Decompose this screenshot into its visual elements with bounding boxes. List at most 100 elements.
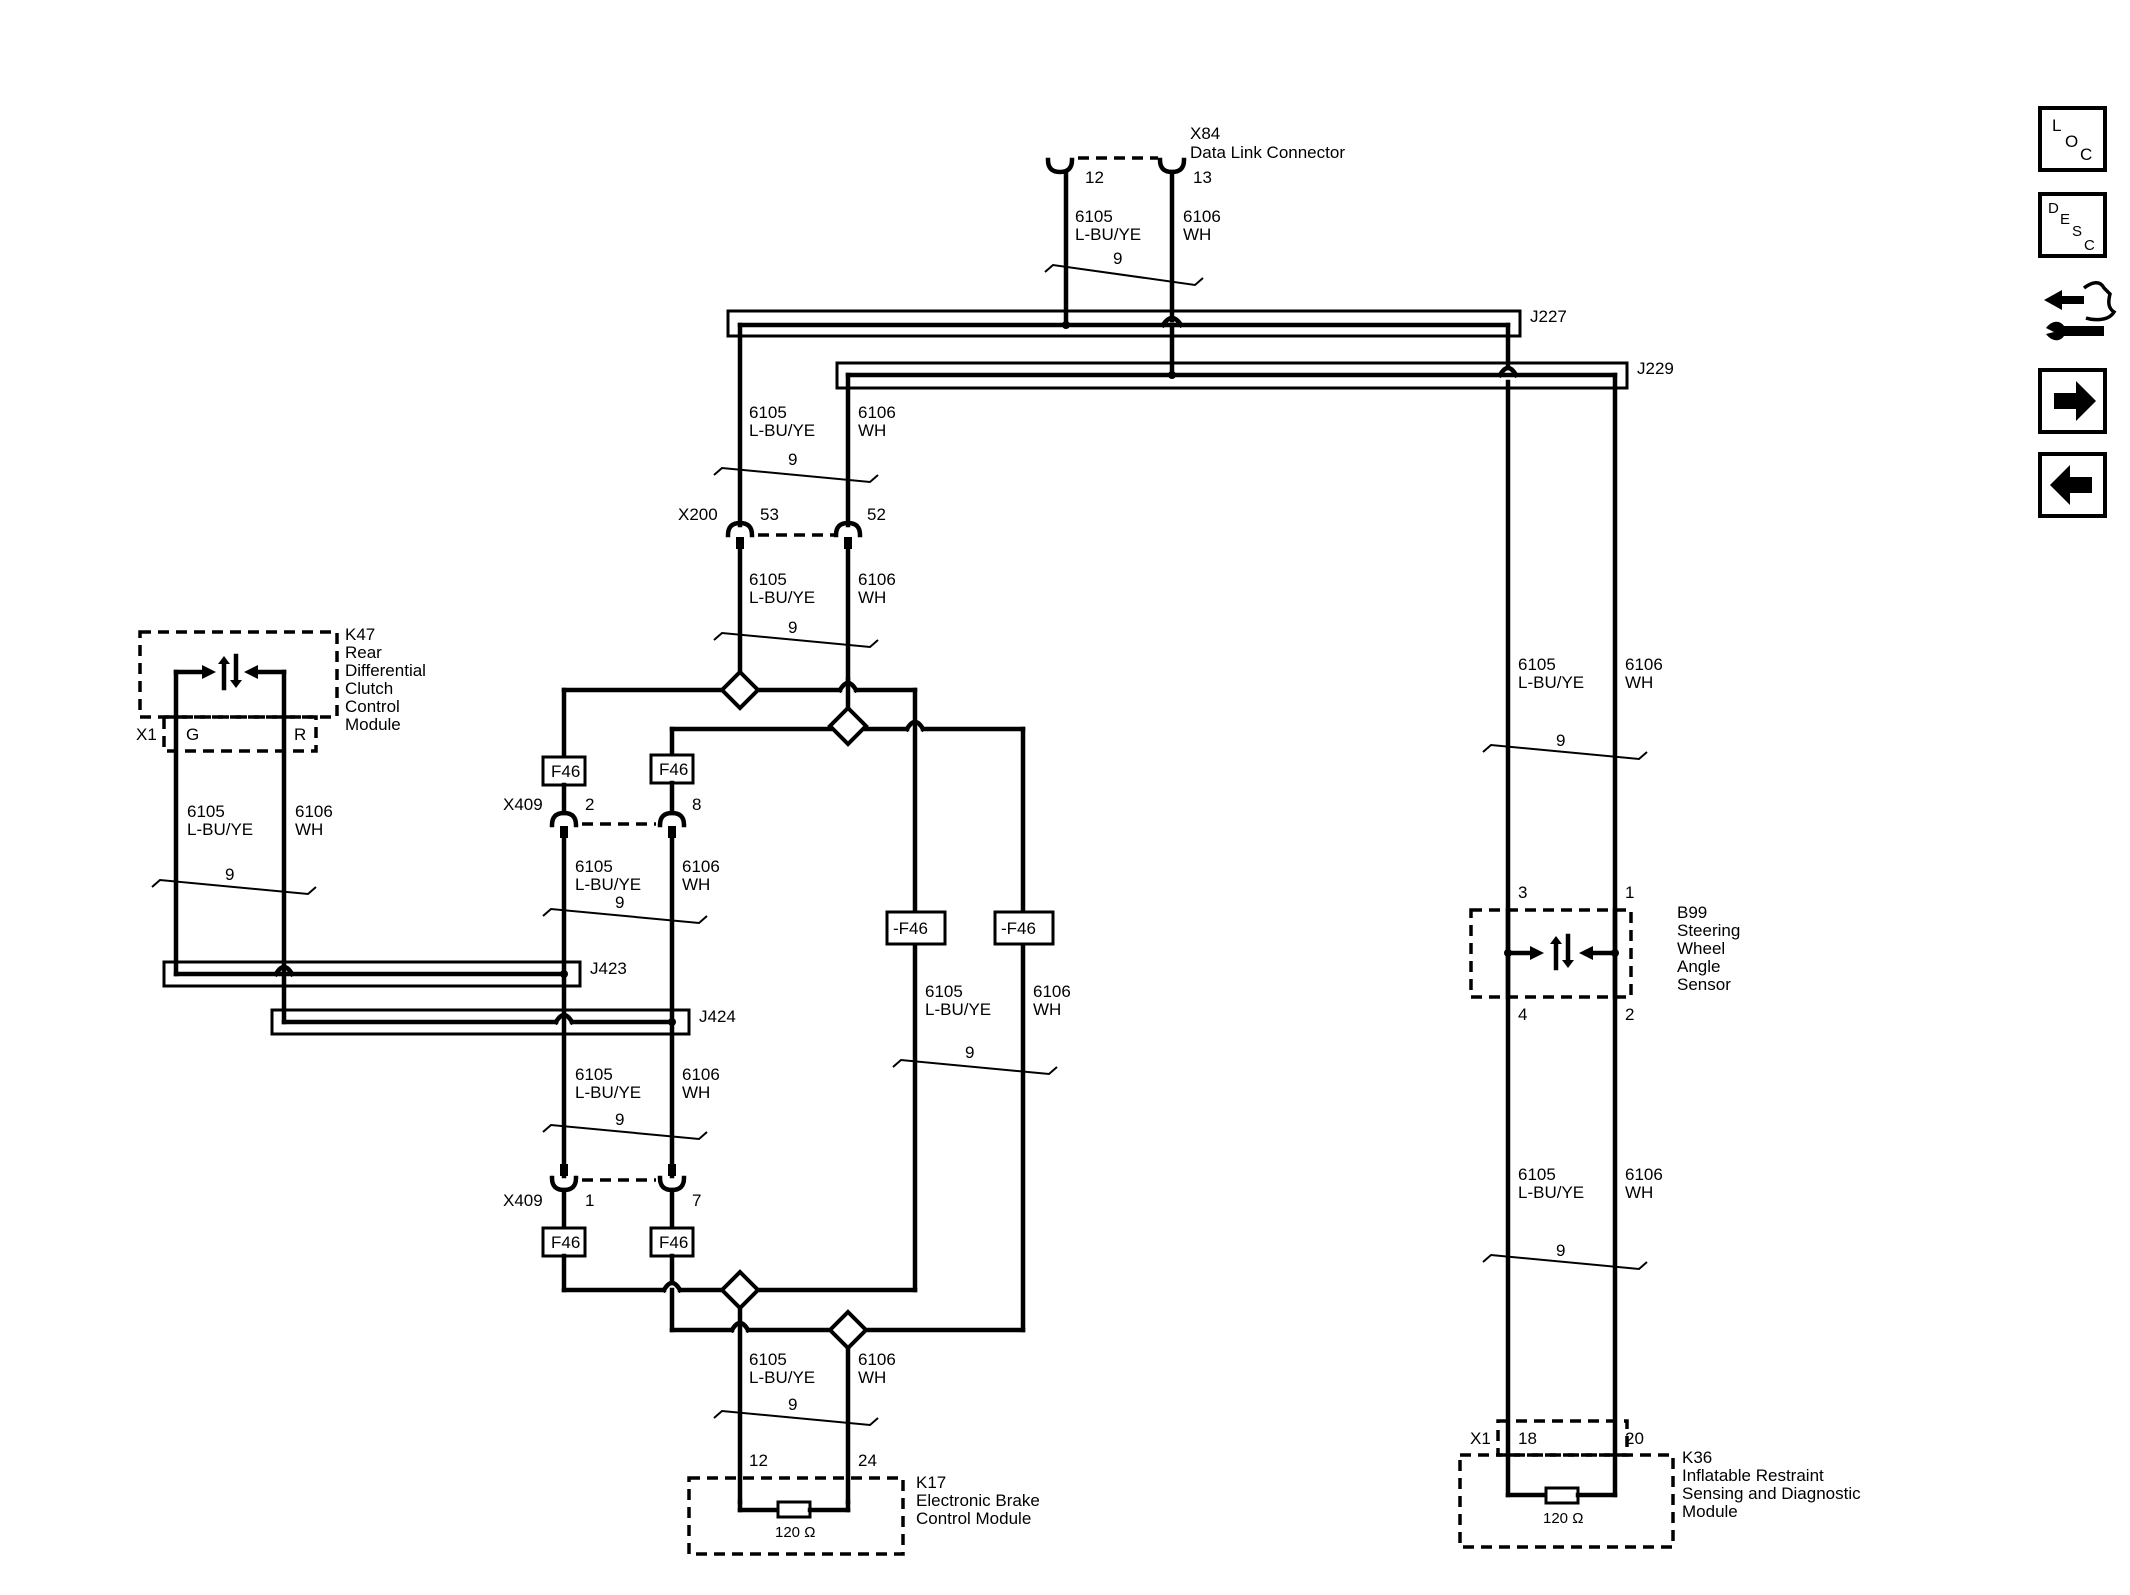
diagram-label: 6106: [858, 403, 896, 422]
diagram-label: E: [2060, 211, 2070, 228]
diagram-label: 1: [585, 1191, 594, 1210]
diagram-label: J229: [1637, 359, 1674, 378]
diagram-label: 52: [867, 505, 886, 524]
diagram-label: J227: [1530, 307, 1567, 326]
diagram-label: Rear: [345, 643, 382, 662]
diagram-label: F46: [659, 760, 688, 779]
x84-wire-b-color: WH: [1183, 225, 1211, 244]
diagram-label: L: [2052, 116, 2061, 135]
x200-inline-connector: X200 53 52: [678, 505, 886, 549]
diagram-label: Differential: [345, 661, 426, 680]
diagram-label: Inflatable Restraint: [1682, 1466, 1824, 1485]
diagram-label: K17: [916, 1473, 946, 1492]
diagram-label: Sensor: [1677, 975, 1731, 994]
diagram-label: F46: [551, 1233, 580, 1252]
diagram-label: D: [2048, 200, 2059, 217]
splice-diamond-top-lo: [827, 705, 869, 747]
diagram-label: WH: [1033, 1000, 1061, 1019]
splice-pack-j423: J423: [162, 959, 627, 988]
f46-top-right: F46: [649, 753, 695, 785]
diagram-label: X1: [1470, 1429, 1491, 1448]
diagram-label: 9: [788, 450, 797, 469]
x84-data-link-connector: 12 13 X84 Data Link Connector: [1045, 124, 1345, 187]
x84-wire-a-color: L-BU/YE: [1075, 225, 1141, 244]
diagram-label: L-BU/YE: [925, 1000, 991, 1019]
diagram-label: 9: [225, 865, 234, 884]
twist-symbol-x84: [1044, 263, 1204, 287]
diagram-label: K47: [345, 625, 375, 644]
diagram-label: X409: [503, 795, 543, 814]
diagram-label: Control: [345, 697, 400, 716]
diagram-label: Control Module: [916, 1509, 1031, 1528]
diagram-label: Angle: [1677, 957, 1720, 976]
diagram-label: -F46: [1001, 919, 1036, 938]
diagram-label: 9: [788, 618, 797, 637]
loc-button[interactable]: L O C: [2038, 106, 2107, 172]
diagram-label: 6106: [858, 570, 896, 589]
diagram-label: WH: [858, 421, 886, 440]
next-arrow-icon[interactable]: [2038, 368, 2107, 434]
diagram-label: S: [2072, 223, 2082, 240]
splice-diamond-bottom-lo: [827, 1309, 869, 1351]
diagram-label: 3: [1518, 883, 1527, 902]
diagram-label: L-BU/YE: [1518, 1183, 1584, 1202]
diagram-label: 53: [760, 505, 779, 524]
splice-pack-j227: J227: [726, 307, 1567, 338]
diagram-label: F46: [659, 1233, 688, 1252]
diagram-label: 6105: [1518, 1165, 1556, 1184]
k47-rear-differential-clutch-control-module: X1 G R K47 Rear Differential Clutch Cont…: [136, 625, 426, 1025]
desc-button[interactable]: D E S C: [2038, 192, 2107, 258]
diagram-label: 120 Ω: [775, 1524, 815, 1541]
diagram-label: WH: [858, 1368, 886, 1387]
diagram-label: 6106: [1625, 655, 1663, 674]
diagram-label: L-BU/YE: [749, 1368, 815, 1387]
diagram-label: 6105: [749, 1350, 787, 1369]
diagram-label: 9: [615, 1110, 624, 1129]
diagram-label: X200: [678, 505, 718, 524]
diagram-label: Electronic Brake: [916, 1491, 1040, 1510]
x84-wire-a-num: 6105: [1075, 207, 1113, 226]
diagram-label: 7: [692, 1191, 701, 1210]
diagram-label: L-BU/YE: [1518, 673, 1584, 692]
b99-steering-wheel-angle-sensor: 3 1 4 2 B99 Steering Wheel Angle Sensor: [1469, 883, 1740, 1024]
diagram-label: F46: [551, 762, 580, 781]
diagram-label: B99: [1677, 903, 1707, 922]
diagram-label: WH: [682, 1083, 710, 1102]
diagram-label: WH: [295, 820, 323, 839]
diagram-label: 9: [615, 893, 624, 912]
diagram-label: Module: [1682, 1502, 1738, 1521]
diagram-label: L-BU/YE: [187, 820, 253, 839]
diagram-label: 6106: [858, 1350, 896, 1369]
f46-top-left: F46: [541, 755, 587, 787]
diagram-label: 6105: [749, 570, 787, 589]
diagram-label: 6105: [749, 403, 787, 422]
diagram-label: 1: [1625, 883, 1634, 902]
twist-x84: 9: [1113, 249, 1122, 268]
diagram-label: G: [186, 725, 199, 744]
diagram-label: Module: [345, 715, 401, 734]
connector-repair-icon[interactable]: [2044, 281, 2117, 341]
diagram-label: WH: [1625, 1183, 1653, 1202]
x84-pin-13: 13: [1193, 168, 1212, 187]
diagram-label: WH: [1625, 673, 1653, 692]
diagram-label: L-BU/YE: [749, 588, 815, 607]
diagram-label: 9: [965, 1043, 974, 1062]
diagram-label: K36: [1682, 1448, 1712, 1467]
diagram-label: X1: [136, 725, 157, 744]
diagram-label: 6106: [295, 802, 333, 821]
diagram-label: X409: [503, 1191, 543, 1210]
neg-f46-right: -F46: [993, 910, 1055, 946]
diagram-label: Wheel: [1677, 939, 1725, 958]
previous-arrow-icon[interactable]: [2038, 452, 2107, 518]
f46-bottom-right: F46: [649, 1226, 695, 1258]
diagram-label: L-BU/YE: [575, 875, 641, 894]
x84-name: Data Link Connector: [1190, 143, 1345, 162]
x409-top-connector: X409 2 8: [503, 795, 701, 838]
diagram-label: 18: [1518, 1429, 1537, 1448]
diagram-label: 6105: [575, 1065, 613, 1084]
diagram-label: 4: [1518, 1005, 1527, 1024]
x84-label: X84: [1190, 124, 1220, 143]
diagram-label: 2: [1625, 1005, 1634, 1024]
diagram-label: C: [2080, 145, 2092, 164]
